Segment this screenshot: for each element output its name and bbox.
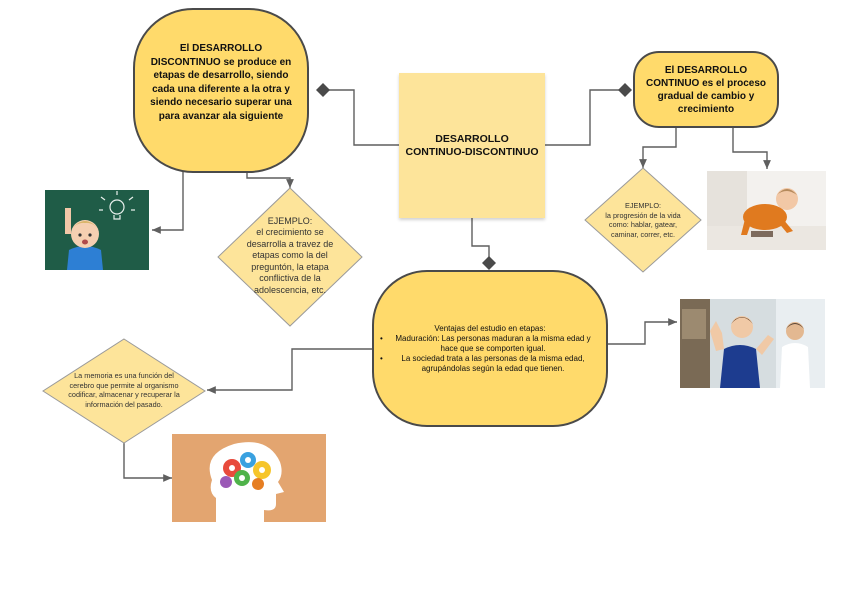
connector-ventajas-memoria: [207, 348, 392, 394]
memoria-text: La memoria es una función del cerebro qu…: [66, 360, 182, 420]
ejemplo-continuo-diamond: [584, 167, 702, 273]
ventajas-item: Maduración: Las personas maduran a la mi…: [380, 334, 598, 354]
diamond-marker-bottom: [482, 256, 496, 270]
memoria-diamond: [42, 338, 206, 444]
gear-cluster: [220, 452, 271, 490]
boy-doctor-photo: [680, 299, 825, 388]
ejemplo-continuo-text: EJEMPLO: la progresión de la vida como: …: [601, 190, 685, 250]
boy-doctor-illustration: [680, 299, 825, 388]
ventajas-list: Maduración: Las personas maduran a la mi…: [380, 334, 598, 374]
center-topic-note[interactable]: DESARROLLO CONTINUO-DISCONTINUO: [399, 73, 545, 218]
baby-crawling-illustration: [707, 171, 826, 250]
brain-gears-illustration: [172, 434, 326, 522]
ejemplo-discontinuo-text: EJEMPLO: el crecimiento se desarrolla a …: [238, 200, 342, 312]
connector-ventajas-photo: [600, 318, 677, 345]
connector-memoria-brain: [123, 443, 172, 482]
connector-continuo-ejemplo: [639, 128, 677, 168]
connector-center-ventajas: [471, 218, 490, 258]
center-topic-label: DESARROLLO CONTINUO-DISCONTINUO: [405, 132, 539, 158]
connector-discontinuo-photo: [152, 170, 184, 234]
memoria-body: La memoria es una función del cerebro qu…: [68, 371, 180, 409]
ejemplo-continuo-title: EJEMPLO:: [624, 201, 662, 210]
discontinuo-text: El DESARROLLO DISCONTINUO se produce en …: [150, 43, 292, 122]
kid-idea-photo: [45, 190, 149, 270]
discontinuo-node[interactable]: El DESARROLLO DISCONTINUO se produce en …: [133, 8, 309, 173]
ventajas-item: La sociedad trata a las personas de la m…: [380, 354, 598, 374]
ejemplo-continuo-body: la progresión de la vida como: hablar, g…: [605, 210, 681, 239]
connector-discontinuo-ejemplo: [246, 173, 294, 188]
connector-continuo-photo: [732, 128, 771, 169]
continuo-text: El DESARROLLO CONTINUO es el proceso gra…: [645, 64, 767, 115]
continuo-node[interactable]: El DESARROLLO CONTINUO es el proceso gra…: [633, 51, 779, 128]
ejemplo-discontinuo-diamond: [217, 187, 363, 327]
ventajas-node[interactable]: Ventajas del estudio en etapas: Maduraci…: [372, 270, 608, 427]
ejemplo-discontinuo-body: el crecimiento se desarrolla a travez de…: [246, 227, 334, 295]
ejemplo-discontinuo-title: EJEMPLO:: [267, 215, 313, 226]
baby-crawling-photo: [707, 171, 826, 250]
kid-idea-illustration: [45, 190, 149, 270]
connector-center-continuo: [544, 89, 622, 146]
ventajas-content: Ventajas del estudio en etapas: Maduraci…: [380, 323, 598, 374]
brain-gears-photo: [172, 434, 326, 522]
diamond-marker-right: [618, 83, 632, 97]
connector-center-discontinuo: [322, 89, 400, 146]
diamond-marker-left: [316, 83, 330, 97]
ventajas-title: Ventajas del estudio en etapas:: [434, 323, 546, 333]
